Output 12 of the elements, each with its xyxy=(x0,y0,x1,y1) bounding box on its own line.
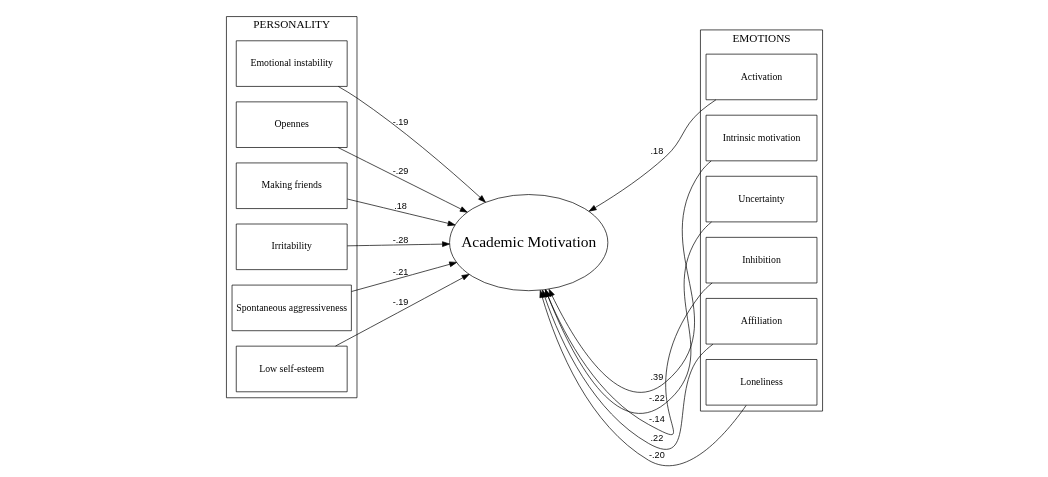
edge-label: .18 xyxy=(393,200,407,211)
edge-label: -.22 xyxy=(648,392,665,403)
edge-label: -.21 xyxy=(392,267,408,278)
edge-label: -.28 xyxy=(392,234,408,245)
edge-label: -.19 xyxy=(392,296,408,307)
edge-label: -.20 xyxy=(648,449,665,460)
edge-label: .39 xyxy=(650,371,663,382)
edge-label: .22 xyxy=(650,432,663,443)
edge-label: .18 xyxy=(650,146,663,157)
edge-label: -.19 xyxy=(392,116,408,127)
edge-label: -.14 xyxy=(648,413,665,424)
edge-label: -.29 xyxy=(392,166,408,177)
